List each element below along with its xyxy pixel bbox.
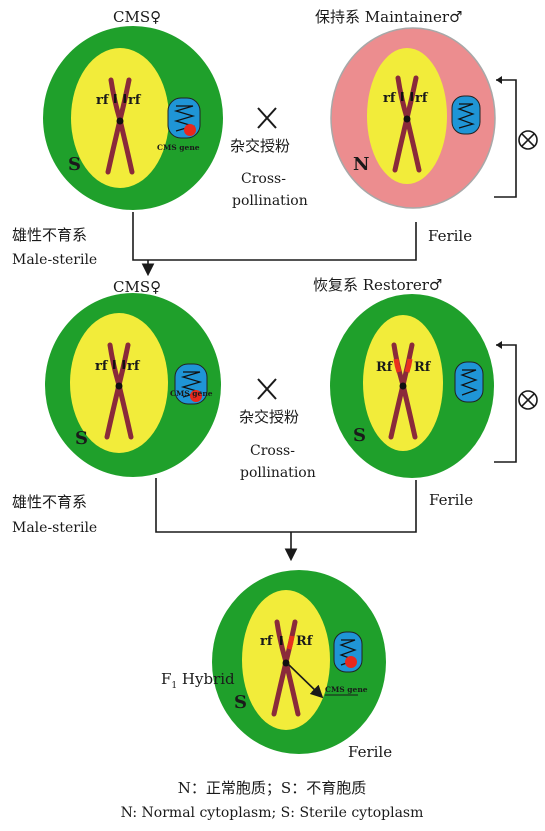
mitochondrion-icon	[334, 632, 362, 672]
cross-connector	[156, 478, 416, 532]
row2-left-cn: 雄性不育系	[12, 493, 87, 511]
cytoplasm-type: S	[68, 154, 81, 175]
allele-left: rf	[96, 93, 110, 108]
mitochondrion-icon	[168, 98, 200, 138]
row2-male-title: 恢复系 Restorer♂	[313, 276, 442, 294]
allele-left: rf	[383, 91, 397, 106]
row2-cms-cell: rf rf S CMS gene	[45, 293, 221, 477]
cytoplasm-type: S	[234, 692, 247, 713]
cross-x-icon	[258, 379, 276, 399]
row1-cross-en2: pollination	[232, 193, 308, 209]
row1-left-en: Male-sterile	[12, 252, 97, 268]
row2-cross-en2: pollination	[240, 465, 316, 481]
allele-right: rf	[128, 93, 142, 108]
allele-left: Rf	[376, 360, 394, 375]
row1-left-cn: 雄性不育系	[12, 226, 87, 244]
row2-cross-en1: Cross-	[250, 443, 295, 459]
row1-female-title: CMS♀	[113, 8, 161, 26]
row2-cross-cn: 杂交授粉	[239, 408, 299, 426]
allele-left: rf	[260, 634, 274, 649]
cms-gene-label: CMS gene	[157, 143, 200, 152]
f1-hybrid-cell: rf Rf S CMS gene	[212, 570, 386, 754]
cms-gene-label: CMS gene	[325, 685, 368, 694]
row2-right-label: Ferile	[429, 491, 473, 509]
cross-connector	[133, 212, 416, 260]
row1-cms-cell: rf rf S CMS gene	[43, 26, 223, 210]
allele-right: Rf	[296, 634, 314, 649]
cytoplasm-type: S	[353, 425, 366, 446]
cytoplasm-type: N	[353, 154, 369, 175]
row2-left-en: Male-sterile	[12, 520, 97, 536]
legend-cn: N：正常胞质；S：不育胞质	[178, 779, 366, 797]
row1-cross-cn: 杂交授粉	[230, 137, 290, 155]
cytoplasm-type: S	[75, 428, 88, 449]
allele-left: rf	[95, 359, 109, 374]
selfing-icon	[494, 341, 537, 462]
row1-male-title: 保持系 Maintainer♂	[315, 8, 462, 26]
selfing-icon	[494, 76, 537, 197]
allele-right: rf	[415, 91, 429, 106]
legend-en: N: Normal cytoplasm; S: Sterile cytoplas…	[121, 805, 424, 821]
mitochondrion-icon	[455, 362, 483, 402]
allele-right: rf	[127, 359, 141, 374]
mitochondrion-icon	[452, 96, 480, 134]
cross-x-icon	[258, 108, 276, 128]
row1-cross-en1: Cross-	[241, 171, 286, 187]
row1-right-label: Ferile	[428, 227, 472, 245]
f1-right-label: Ferile	[348, 743, 392, 761]
f1-label: F1 Hybrid	[161, 670, 235, 691]
row1-maintainer-cell: rf rf N	[331, 28, 495, 208]
row2-restorer-cell: Rf Rf S	[330, 294, 494, 478]
cms-gene-label: CMS gene	[170, 389, 213, 398]
mitochondrion-icon	[175, 364, 207, 404]
allele-right: Rf	[414, 360, 432, 375]
